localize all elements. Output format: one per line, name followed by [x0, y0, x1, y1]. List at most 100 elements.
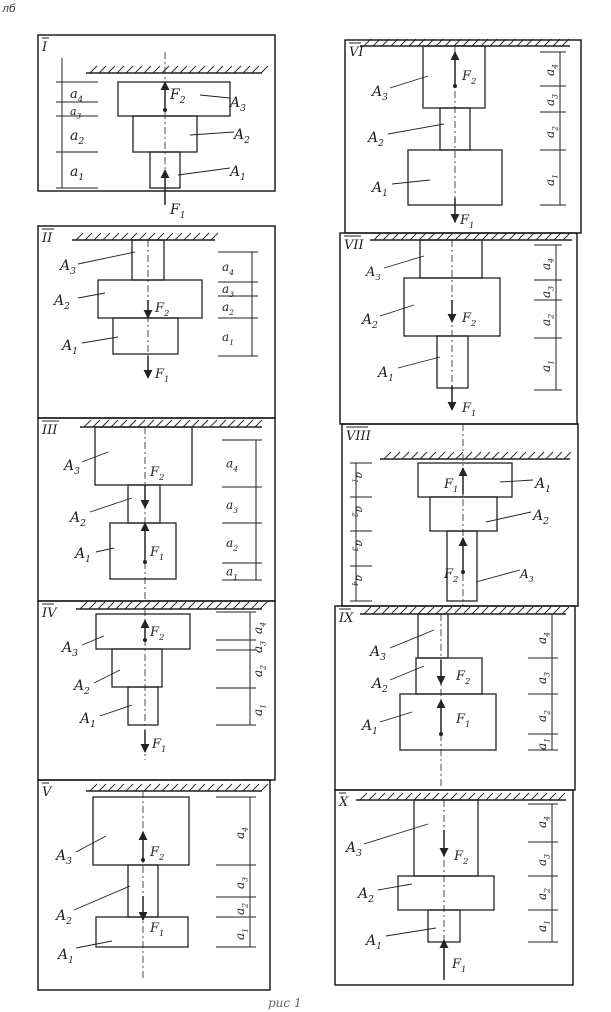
dimension-label-a3: a3: [222, 282, 234, 299]
hatch-stroke: [173, 419, 182, 428]
panel-frame: [37, 34, 276, 192]
hatch-stroke: [250, 601, 259, 610]
label-F1: F1: [149, 921, 164, 938]
hatch-stroke: [512, 792, 521, 801]
segment-A2: [111, 648, 163, 688]
panel-number: VIII: [346, 429, 372, 444]
hatch-stroke: [445, 232, 454, 241]
corner-mark: лб: [2, 2, 16, 15]
dimension-label-a4: a4: [222, 260, 234, 277]
hatch-stroke: [179, 65, 188, 74]
hatch-stroke: [485, 792, 494, 801]
hatch-stroke: [116, 65, 125, 74]
hatch-stroke: [535, 232, 544, 241]
leader-line: [93, 669, 121, 684]
segment-A3: [94, 426, 193, 486]
hatch-stroke: [251, 65, 260, 74]
label-F2: F2: [461, 69, 476, 86]
hatch-stroke: [116, 783, 125, 792]
hatch-stroke: [507, 38, 516, 47]
hatch-stroke: [129, 232, 138, 241]
hatch-stroke: [426, 38, 435, 47]
leader-line: [73, 885, 131, 911]
dimension-label-a3: a3: [351, 540, 366, 552]
segment-A1: [417, 462, 513, 498]
hatch-stroke: [89, 65, 98, 74]
hatch-stroke: [152, 65, 161, 74]
panel-number: IX: [338, 611, 354, 626]
dimension-label-a2: a2: [539, 314, 556, 326]
hatch-stroke: [446, 451, 455, 460]
hatch-stroke: [503, 792, 512, 801]
hatch-stroke: [170, 65, 179, 74]
hatch-stroke: [499, 232, 508, 241]
hatch-stroke: [489, 38, 498, 47]
hatch-stroke: [260, 65, 269, 74]
hatch-stroke: [133, 601, 142, 610]
hatch-stroke: [209, 419, 218, 428]
hatch-stroke: [395, 792, 404, 801]
hatch-stroke: [206, 783, 215, 792]
hatch-stroke: [169, 601, 178, 610]
hatch-stroke: [227, 419, 236, 428]
leader-line: [397, 356, 441, 369]
hatch-stroke: [392, 451, 401, 460]
hatch-stroke: [409, 232, 418, 241]
leader-line: [81, 635, 105, 646]
hatch-stroke: [491, 451, 500, 460]
hatch-stroke: [119, 419, 128, 428]
hatch-stroke: [110, 419, 119, 428]
hatch-stroke: [137, 419, 146, 428]
hatch-stroke: [143, 783, 152, 792]
hatch-stroke: [526, 232, 535, 241]
hatch-stroke: [494, 792, 503, 801]
hatch-stroke: [431, 792, 440, 801]
hatch-stroke: [408, 606, 417, 615]
force-point: [461, 570, 465, 574]
hatch-stroke: [552, 606, 561, 615]
leader-line: [189, 131, 235, 136]
hatch-stroke: [242, 65, 251, 74]
hatch-stroke: [107, 65, 116, 74]
dimension-label-a4: a4: [351, 575, 366, 587]
hatch-stroke: [481, 232, 490, 241]
segment-A2: [415, 657, 483, 695]
leader-line: [81, 451, 109, 463]
hatch-stroke: [89, 783, 98, 792]
hatch-stroke: [363, 38, 372, 47]
hatch-stroke: [419, 451, 428, 460]
hatch-stroke: [161, 783, 170, 792]
leader-line: [379, 304, 415, 317]
leader-line: [77, 251, 136, 265]
figure-caption: рис 1: [268, 996, 302, 1010]
label-F2: F2: [453, 849, 468, 866]
hatch-stroke: [191, 419, 200, 428]
hatch-stroke: [444, 38, 453, 47]
hatch-stroke: [480, 606, 489, 615]
force-point: [453, 84, 457, 88]
hatch-stroke: [543, 38, 552, 47]
hatch-stroke: [444, 606, 453, 615]
hatch-stroke: [146, 419, 155, 428]
hatch-stroke: [223, 601, 232, 610]
hatch-stroke: [417, 38, 426, 47]
hatch-stroke: [215, 783, 224, 792]
hatch-stroke: [390, 606, 399, 615]
label-A1: A1: [376, 365, 394, 384]
label-A1: A1: [533, 476, 551, 495]
hatch-stroke: [245, 419, 254, 428]
dimension-label-a1: a1: [222, 330, 234, 347]
hatch-stroke: [75, 232, 84, 241]
hatch-stroke: [152, 783, 161, 792]
label-A1: A1: [73, 546, 91, 565]
hatch-stroke: [482, 451, 491, 460]
hatch-stroke: [521, 792, 530, 801]
dimension-label-a2: a2: [251, 665, 268, 677]
hatch-stroke: [102, 232, 111, 241]
hatch-stroke: [224, 783, 233, 792]
leader-line: [389, 665, 425, 681]
force-point: [143, 638, 147, 642]
label-A2: A2: [68, 510, 86, 529]
dimension-label-a4: a4: [535, 632, 552, 644]
